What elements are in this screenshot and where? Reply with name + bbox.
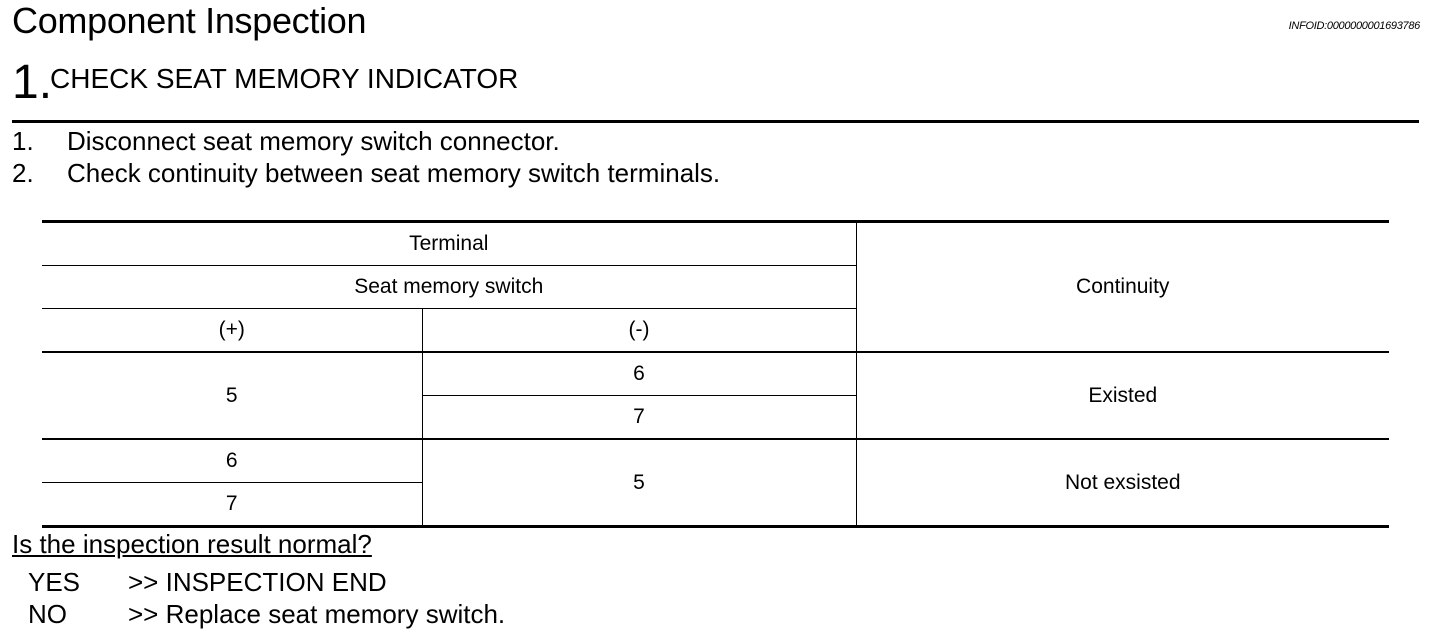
table-cell-minus: 7 — [422, 395, 857, 440]
step-heading: 1.CHECK SEAT MEMORY INDICATOR — [12, 56, 518, 110]
header-minus: (-) — [421, 308, 857, 353]
header-continuity: Continuity — [855, 220, 1389, 353]
inspection-question: Is the inspection result normal? — [12, 529, 372, 559]
step-title: CHECK SEAT MEMORY INDICATOR — [50, 63, 519, 94]
instruction-number: 1. — [12, 126, 34, 156]
instruction-text: Disconnect seat memory switch connector. — [67, 126, 560, 156]
answer-text: >> INSPECTION END — [128, 567, 387, 597]
info-id: INFOID:0000000001693786 — [1288, 20, 1421, 32]
table-cell-continuity: Existed — [855, 351, 1389, 440]
header-seat-memory-switch: Seat memory switch — [42, 265, 857, 309]
answer-item: NO >> Replace seat memory switch. — [28, 598, 505, 630]
answer-text: >> Replace seat memory switch. — [128, 599, 506, 629]
table-cell-minus: 6 — [421, 351, 857, 396]
table-cell-plus: 7 — [42, 482, 423, 528]
header-plus: (+) — [42, 308, 423, 353]
table-cell-plus: 6 — [42, 438, 423, 483]
step-number: 1. — [12, 56, 53, 109]
answer-list: YES >> INSPECTION END NO >> Replace seat… — [28, 566, 505, 630]
answer-key: NO — [28, 599, 67, 629]
continuity-table: Terminal Continuity Seat memory switch (… — [42, 220, 1389, 528]
instruction-list: 1. Disconnect seat memory switch connect… — [12, 125, 720, 189]
instruction-text: Check continuity between seat memory swi… — [67, 158, 721, 188]
answer-item: YES >> INSPECTION END — [28, 566, 505, 598]
table-cell-minus: 5 — [421, 438, 857, 528]
instruction-number: 2. — [12, 158, 34, 188]
heading-divider — [12, 120, 1419, 123]
table-cell-continuity: Not exsisted — [855, 438, 1389, 528]
instruction-item: 1. Disconnect seat memory switch connect… — [12, 125, 720, 157]
table-cell-plus: 5 — [42, 351, 423, 440]
header-terminal: Terminal — [42, 220, 857, 266]
instruction-item: 2. Check continuity between seat memory … — [12, 157, 720, 189]
page-title: Component Inspection — [12, 0, 367, 41]
answer-key: YES — [28, 567, 81, 597]
